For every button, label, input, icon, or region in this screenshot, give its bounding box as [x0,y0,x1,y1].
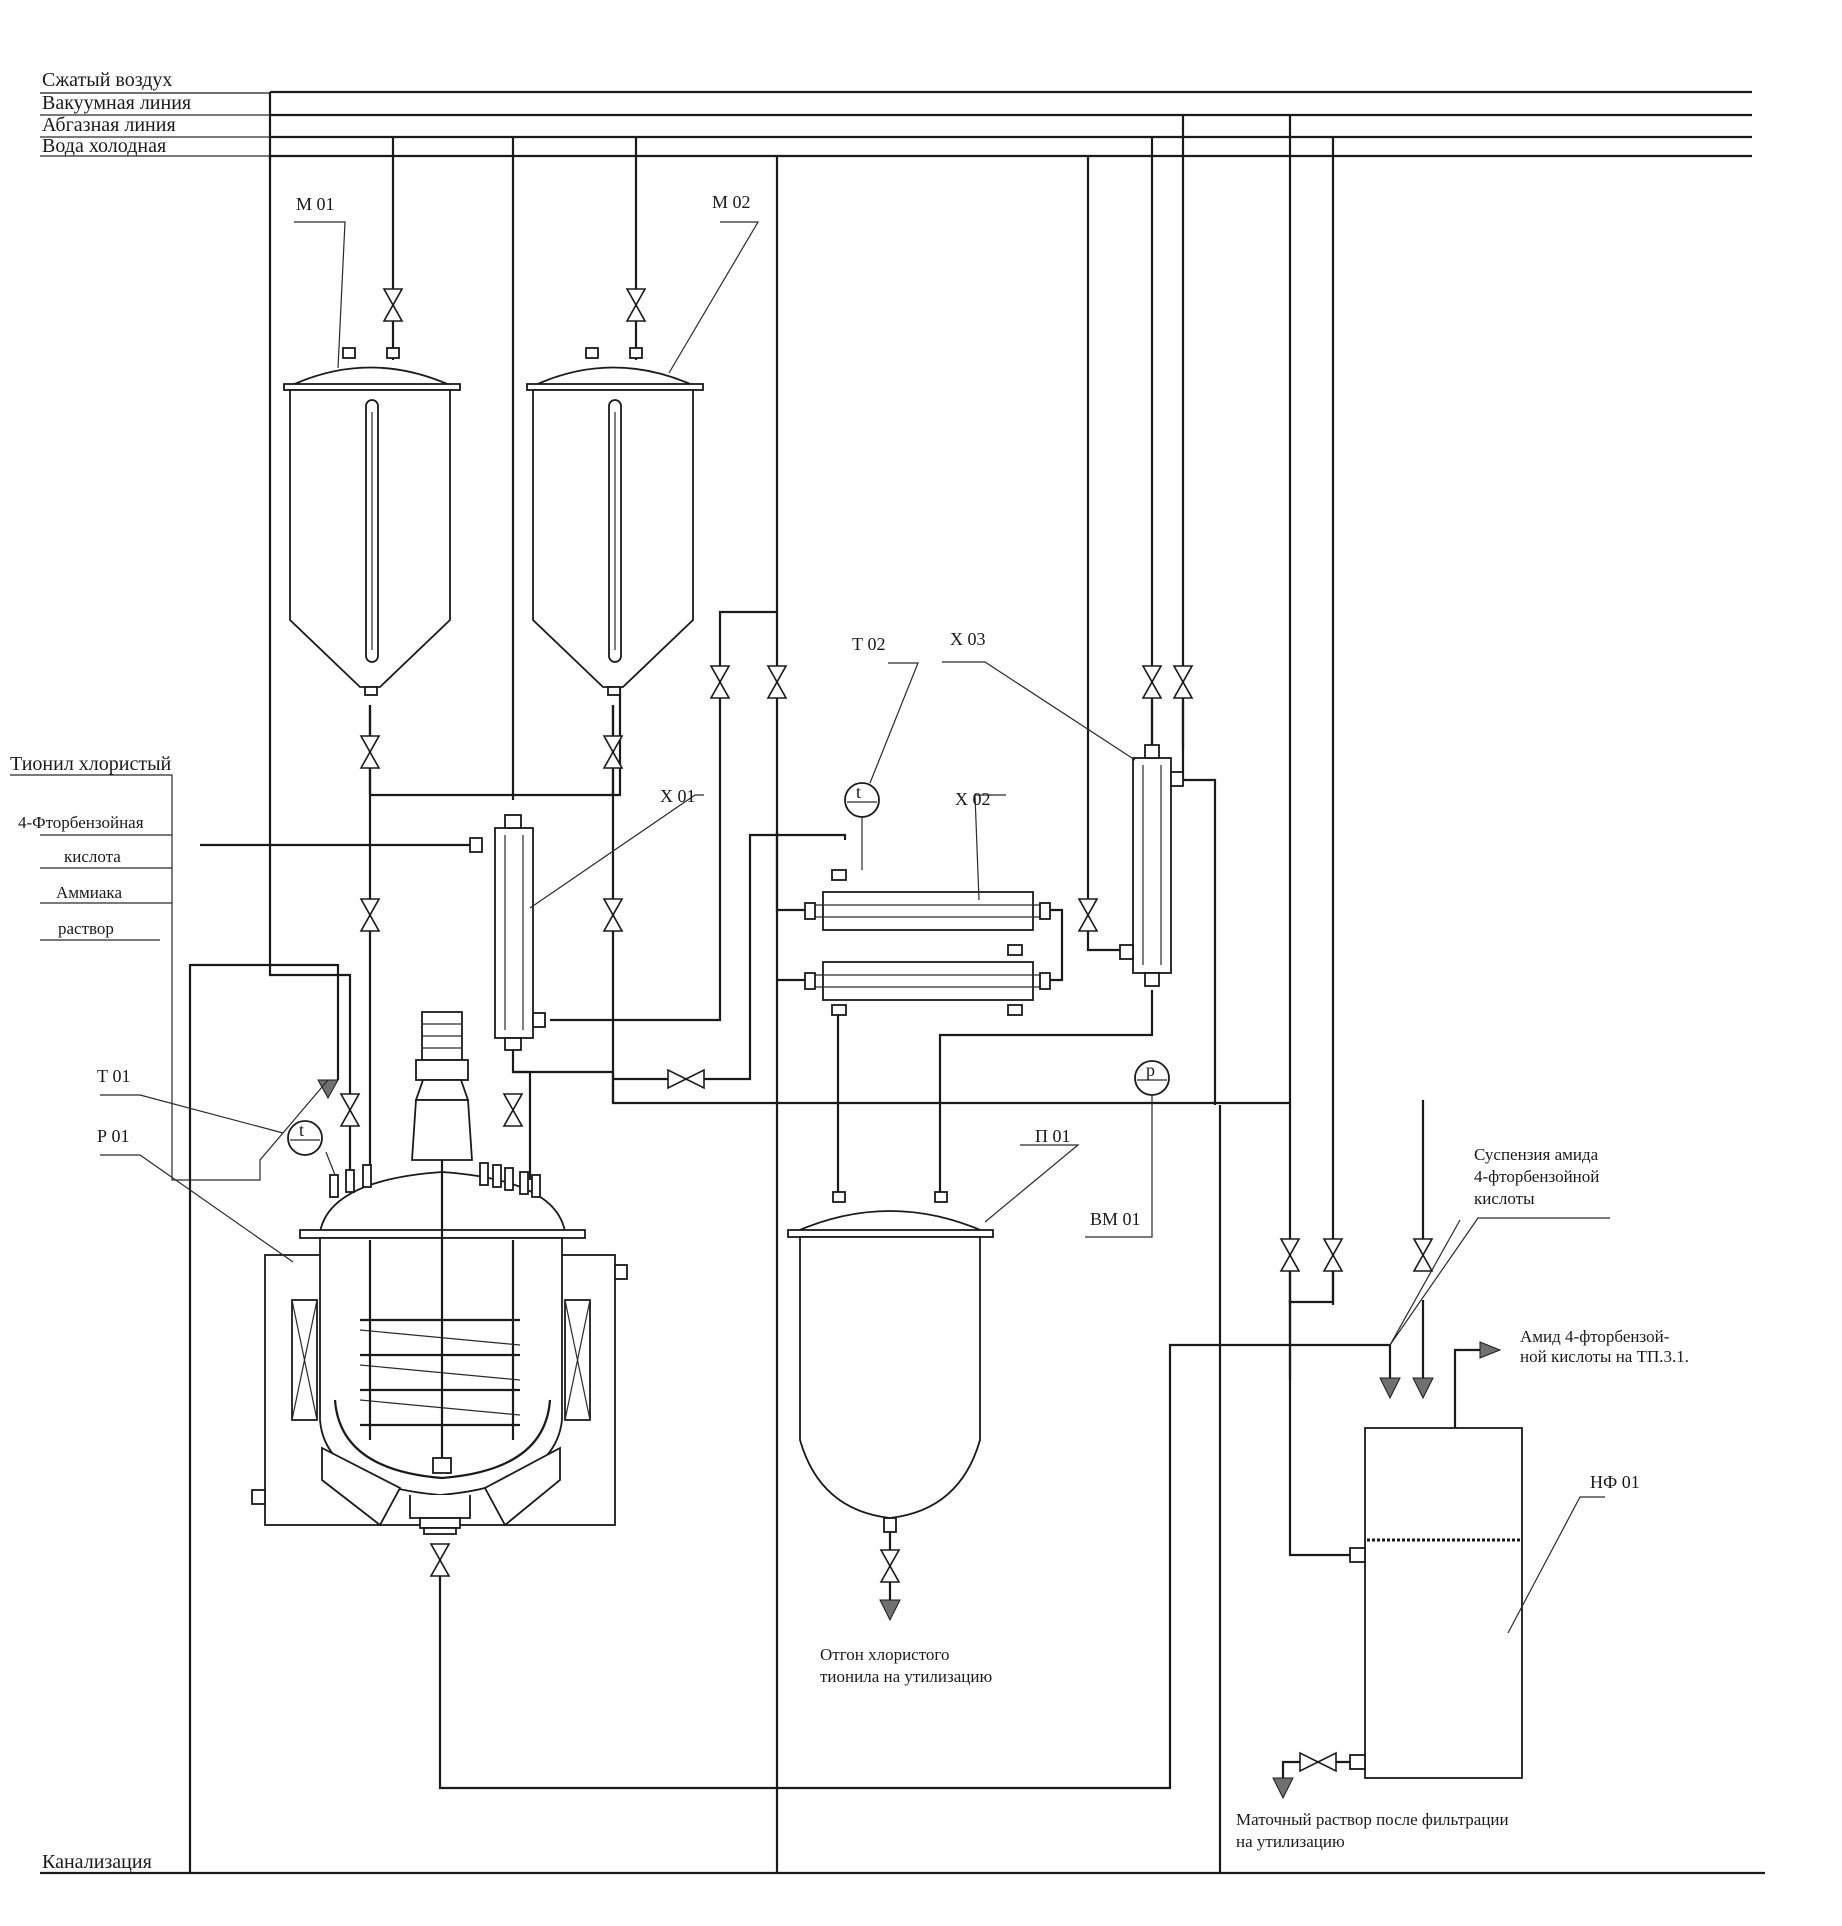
measuring-tank-m02 [526,347,704,696]
tag-t01: Т 01 [97,1066,131,1086]
bm01-symbol: p [1146,1060,1155,1080]
tag-m02: М 02 [712,192,751,212]
temperature-indicator-t02: t [844,782,880,870]
valve-m01-outlet[interactable] [359,735,381,769]
valve-reactor-drain[interactable] [429,1543,451,1577]
suspension-label-2: 4-фторбензойной [1474,1167,1599,1186]
amide-out-label-1: Амид 4-фторбензой- [1520,1327,1670,1346]
heat-exchanger-x02 [804,869,1051,1016]
valve-x03-water-b[interactable] [1172,665,1194,699]
mother-liquor-label-1: Маточный раствор после фильтрации [1236,1810,1509,1829]
tag-p01: П 01 [1035,1126,1071,1146]
flow-arrows [317,1079,1502,1800]
suspension-arrow [1379,1377,1401,1400]
vacuum-line-label: Вакуумная линия [42,92,191,114]
mother-liquor-arrow [1272,1777,1294,1800]
valve-x02-water[interactable] [1077,898,1099,932]
t02-symbol: t [856,782,861,802]
suspension-label-1: Суспензия амида [1474,1145,1599,1164]
receiver-p01 [787,1191,994,1533]
valve-filter-b[interactable] [1322,1238,1344,1272]
tag-m01: М 01 [296,194,335,214]
measuring-tank-m01 [283,347,461,696]
distillate-label-1: Отгон хлористого [820,1645,949,1664]
pressure-gauge-bm01: p [1085,1060,1170,1238]
exhaust-line-label: Абгазная линия [42,114,176,136]
tag-x03: Х 03 [950,629,986,649]
tag-t02: Т 02 [852,634,886,654]
suspension-label-3: кислоты [1474,1189,1535,1208]
thionyl-chloride-label: Тионил хлористый [10,753,172,775]
valve-x01-water-a[interactable] [709,665,731,699]
valve-m02-feed[interactable] [602,898,624,932]
condenser-x01 [469,814,546,1051]
condenser-x03 [1119,744,1184,987]
valve-filter-c[interactable] [1412,1238,1434,1272]
fluorobenzoic-acid-label-1: 4-Фторбензойная [18,813,144,832]
cold-water-label: Вода холодная [42,135,166,157]
valve-receiver-drain[interactable] [879,1549,901,1583]
t01-symbol: t [299,1120,304,1140]
mother-liquor-label-2: на утилизацию [1236,1832,1345,1851]
valve-filter-a[interactable] [1279,1238,1301,1272]
tag-x01: Х 01 [660,786,696,806]
filter-inlet-arrow [1412,1377,1434,1400]
valve-x03-water-a[interactable] [1141,665,1163,699]
valve-filter-drain[interactable] [1299,1751,1337,1773]
amide-out-label-2: ной кислоты на ТП.3.1. [1520,1347,1689,1366]
nutsch-filter-nf01 [1349,1427,1523,1779]
utility-headers [40,90,1765,1875]
distillate-arrow [879,1599,901,1622]
tag-bm01: ВМ 01 [1090,1209,1141,1229]
valve-vapour-line[interactable] [667,1068,705,1090]
reactor-r01 [251,1011,628,1535]
valve-m02-inlet[interactable] [625,288,647,322]
tag-leaders [10,221,1610,1634]
tag-nf01: НФ 01 [1590,1472,1640,1492]
valve-x01-condensate[interactable] [502,1093,524,1127]
valve-vacuum-reactor[interactable] [339,1093,361,1127]
valve-m01-feed[interactable] [359,898,381,932]
distillate-label-2: тионила на утилизацию [820,1667,992,1686]
compressed-air-label: Сжатый воздух [42,69,172,91]
valve-m02-outlet[interactable] [602,735,624,769]
piping [188,115,1480,1873]
temperature-indicator-t01: t [287,1120,336,1176]
tag-r01: Р 01 [97,1126,130,1146]
valve-m01-inlet[interactable] [382,288,404,322]
tag-x02: Х 02 [955,789,991,809]
valves [339,288,1434,1773]
ammonia-label-2: раствор [58,919,114,938]
fluorobenzoic-acid-label-2: кислота [64,847,121,866]
sewer-label: Канализация [42,1851,152,1873]
ammonia-label-1: Аммиака [56,883,122,902]
valve-x01-water-b[interactable] [766,665,788,699]
amide-out-arrow [1479,1341,1502,1359]
